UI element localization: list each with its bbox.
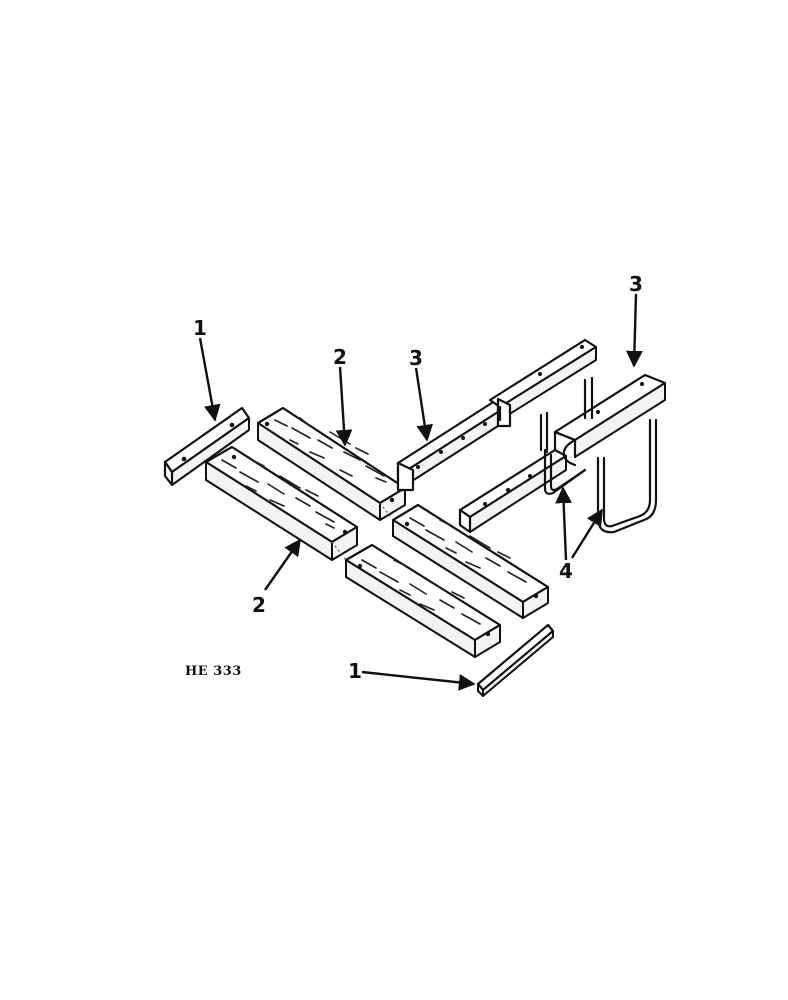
leader-arrow-1-bottom xyxy=(361,670,476,691)
leader-arrow-2-top xyxy=(335,366,353,447)
part-3-tube-bracket-middle xyxy=(396,338,598,492)
part-1-angle-iron-left xyxy=(163,406,251,487)
callout-3-middle: 3 xyxy=(409,346,423,370)
leader-arrow-3-right xyxy=(626,293,643,368)
part-2-wood-plank-middle-right xyxy=(391,503,550,619)
callout-1-left: 1 xyxy=(193,316,207,340)
part-2-wood-plank-lower-right xyxy=(344,543,502,658)
callout-1-bottom: 1 xyxy=(348,659,362,683)
leader-arrow-2-left xyxy=(264,538,301,591)
part-3-tube-bracket-right xyxy=(458,373,667,534)
leader-arrow-4b xyxy=(570,508,604,559)
part-2-wood-plank-upper xyxy=(256,406,407,521)
leader-arrow-3-middle xyxy=(414,367,434,442)
alignment-line-1 xyxy=(379,502,394,521)
callout-2-left: 2 xyxy=(252,593,266,617)
figure-id: HE 333 xyxy=(185,664,242,679)
part-1-angle-iron-bottom xyxy=(476,623,555,697)
leader-arrow-1-left xyxy=(198,337,221,422)
callout-2-top: 2 xyxy=(333,345,347,369)
leader-arrow-4a xyxy=(555,486,573,561)
callout-3-right: 3 xyxy=(629,272,643,296)
callout-4: 4 xyxy=(559,559,573,583)
alignment-line-2 xyxy=(331,541,347,561)
part-2-wood-plank-lower-left xyxy=(204,445,359,561)
